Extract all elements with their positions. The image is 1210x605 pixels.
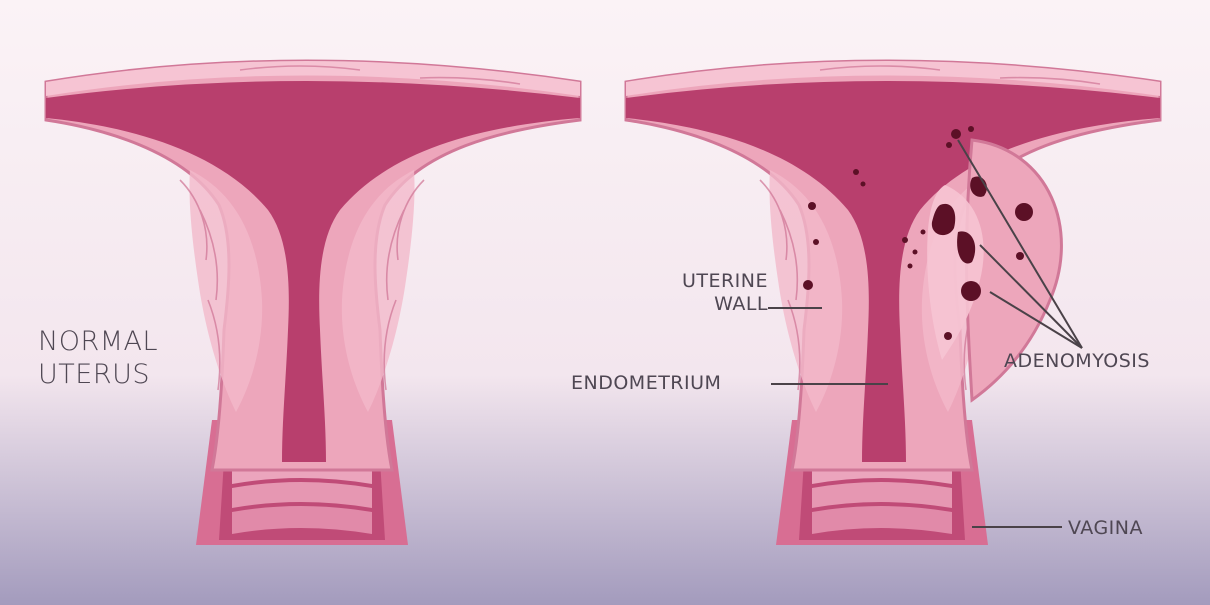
uterine-wall-label-line-2: WALL	[655, 293, 768, 316]
uterine-wall-label-line-1: UTERINE	[655, 270, 768, 293]
normal-uterus-label-line-2: UTERUS	[38, 359, 158, 392]
vagina-label: VAGINA	[1068, 517, 1143, 540]
normal-uterus-label-line-1: NORMAL	[38, 326, 158, 359]
normal-uterus-label: NORMAL UTERUS	[38, 326, 158, 392]
adenomyosis-label: ADENOMYOSIS	[1004, 350, 1150, 373]
uterine-wall-label: UTERINE WALL	[655, 270, 768, 316]
endometrium-label: ENDOMETRIUM	[571, 372, 721, 395]
